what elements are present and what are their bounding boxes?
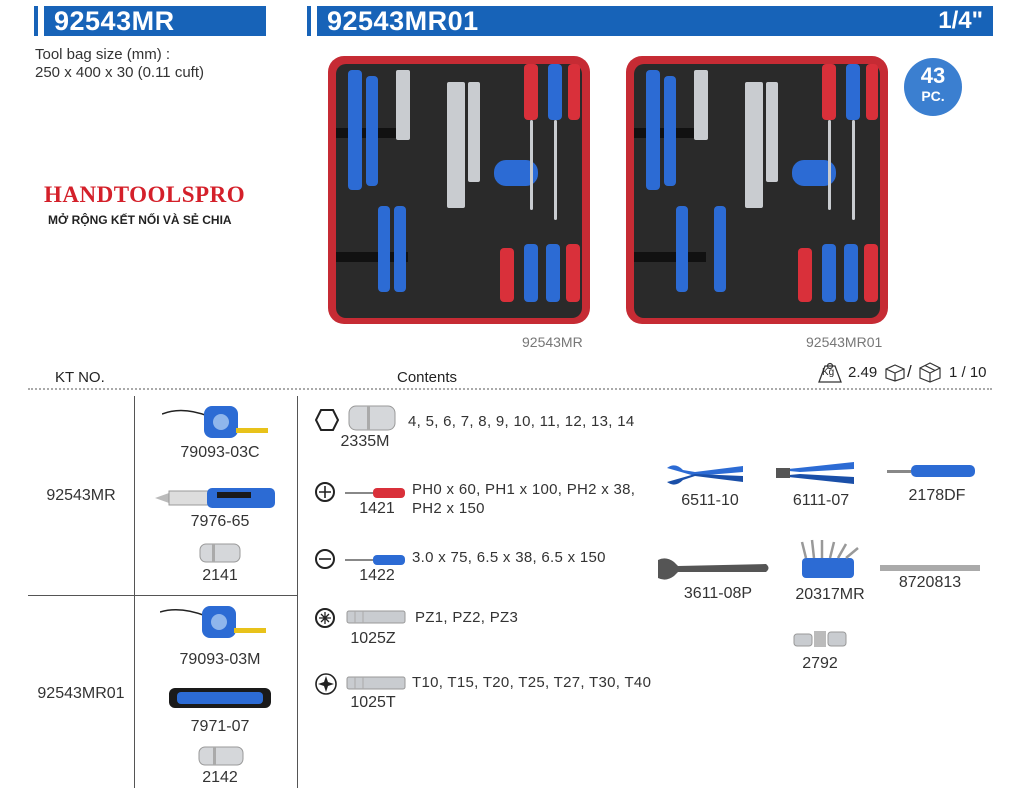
hex-key-set-image [792,538,868,582]
carton-icon [918,361,942,383]
content-code-4: 1025Z [350,630,396,647]
item-code-row1-2: 7976-65 [190,513,250,530]
kt-number-row2: 92543MR01 [37,685,125,702]
content-code-3: 1422 [359,567,395,584]
bag-size-line1: Tool bag size (mm) : [35,46,171,63]
header-left-title: 92543MR [54,6,175,36]
item-code-row1-1: 79093-03C [180,444,260,461]
tool-code-2178df: 2178DF [908,487,966,504]
tape-measure-image [161,404,272,440]
tool-code-3611-08p: 3611-08P [683,585,753,602]
header-right-title: 92543MR01 [327,6,479,36]
item-code-row1-3: 2141 [202,567,238,584]
tool-code-8720813: 8720813 [898,574,962,591]
grid-line [28,595,297,596]
badge-unit: PC. [921,88,945,104]
col-header-kt-no: KT NO. [55,369,105,386]
tool-code-6511-10: 6511-10 [681,492,739,509]
pozidriv-icon [315,608,335,628]
tool-code-6111-07: 6111-07 [792,492,850,509]
header-right: 92543MR01 1/4" [307,6,993,36]
content-spec-2b: PH2 x 150 [412,500,485,517]
bit-1025z-image [345,607,407,627]
pliers-6111-image [776,460,856,486]
tool-code-2792: 2792 [802,655,838,672]
header-dotted-rule [28,388,992,390]
weight-value: 2.49 [848,364,878,381]
item-code-row2-2: 7971-07 [190,718,250,735]
pliers-6511-image [665,462,745,488]
torx-icon [315,673,337,695]
content-spec-5: T10, T15, T20, T25, T27, T30, T40 [412,674,652,691]
item-code-row2-3: 2142 [202,769,238,786]
col-header-contents: Contents [397,369,458,386]
hexagon-icon [314,408,340,432]
grid-line [134,396,135,788]
socket-2335m-image [347,404,397,432]
separator-slash: / [907,362,912,381]
header-right-size: 1/4" [938,7,983,34]
bag-size-line2: 250 x 400 x 30 (0.11 cuft) [35,64,204,81]
bit-holder-8720813-image [880,560,980,571]
grid-line [297,396,298,788]
badge-count: 43 [920,63,946,88]
socket-image [197,745,245,767]
screwdriver-2178df-image [887,462,977,480]
tape-measure-image [159,604,270,640]
utility-knife-image [155,484,277,512]
brand-name: HANDTOOLSPRO [44,182,246,207]
screwdriver-1421-image [345,486,407,498]
utility-knife-image [167,684,273,712]
content-code-2: 1421 [359,500,395,517]
wrench-3611-image [656,556,772,582]
tool-code-20317mr: 20317MR [795,586,865,603]
content-spec-2: PH0 x 60, PH1 x 100, PH2 x 38, [412,481,636,498]
item-code-row2-1: 79093-03M [179,651,261,668]
kt-number-row1: 92543MR [46,487,116,504]
socket-image [198,542,242,564]
piece-count-badge: 43 PC. [904,58,962,116]
weight-icon [815,362,845,384]
content-code-1: 2335M [340,433,390,450]
screwdriver-1422-image [345,553,407,565]
box-icon [884,362,906,382]
weight-unit: Kg [822,367,835,378]
header-left: 92543MR [34,6,266,36]
caption-right: 92543MR01 [806,334,883,350]
phillips-icon [315,482,335,502]
content-code-5: 1025T [350,694,396,711]
content-spec-3: 3.0 x 75, 6.5 x 38, 6.5 x 150 [412,549,606,566]
caption-left: 92543MR [522,334,583,350]
content-spec-1: 4, 5, 6, 7, 8, 9, 10, 11, 12, 13, 14 [408,413,635,430]
content-spec-4: PZ1, PZ2, PZ3 [415,609,519,626]
bit-1025t-image [345,673,407,693]
brand-tagline: MỞ RỘNG KẾT NỐI VÀ SẺ CHIA [48,213,232,227]
qty-value: 1 / 10 [949,364,987,381]
universal-joint-2792-image [792,628,848,650]
slotted-icon [315,549,335,569]
